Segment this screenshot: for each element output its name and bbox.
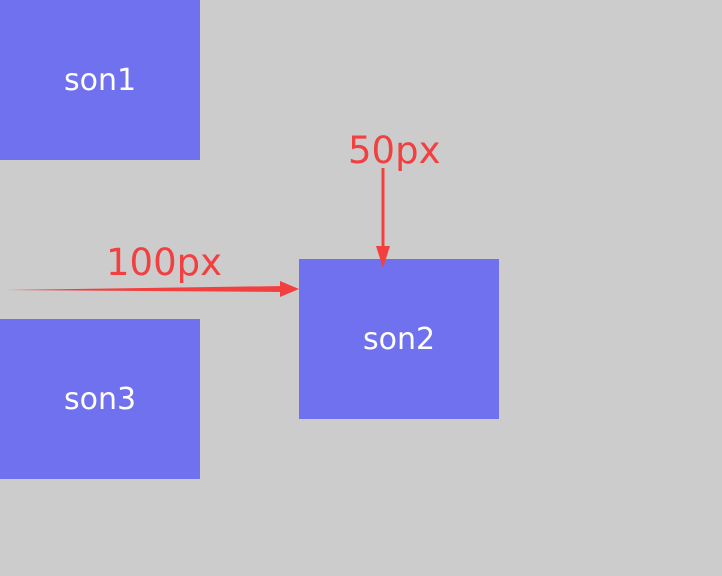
top-offset-label: 50px bbox=[348, 129, 441, 172]
left-offset-label: 100px bbox=[106, 241, 223, 284]
box-son1-label: son1 bbox=[63, 62, 137, 98]
box-son3-label: son3 bbox=[63, 381, 137, 417]
top-offset-arrow bbox=[376, 168, 390, 268]
box-son1: son1 bbox=[0, 0, 200, 160]
box-son3: son3 bbox=[0, 319, 200, 479]
box-son2: son2 bbox=[299, 259, 499, 419]
box-son2-label: son2 bbox=[362, 321, 436, 357]
